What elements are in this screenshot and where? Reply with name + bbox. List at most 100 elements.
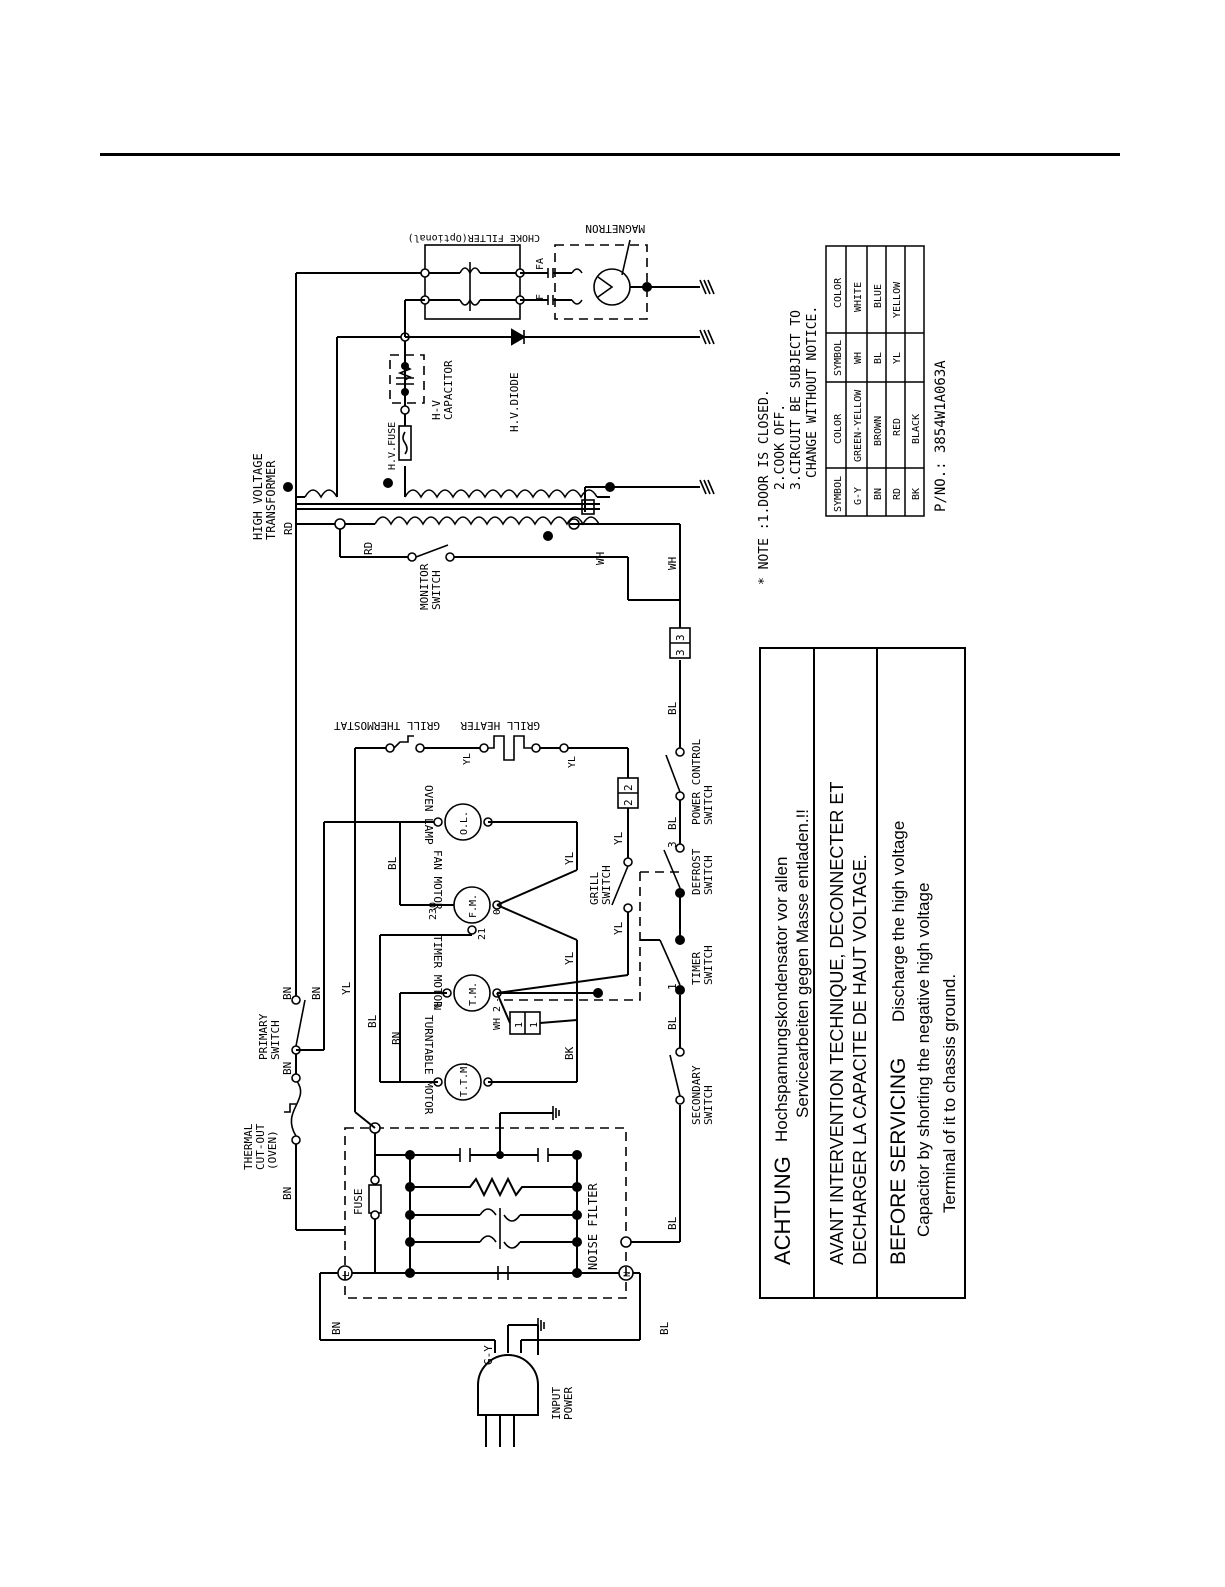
- wire-bl-input: BL: [658, 1321, 671, 1335]
- ground-symbol-filter: [552, 1106, 560, 1120]
- n230-label: 230: [428, 902, 439, 920]
- note-line-4: CHANGE WITHOUT NOTICE.: [805, 306, 820, 478]
- ct-h-1: COLOR: [833, 413, 844, 444]
- n0-label: 0: [492, 909, 503, 915]
- wire-yl-grill-a: YL: [462, 753, 473, 765]
- top-rule: [100, 153, 1120, 156]
- f-label: F: [535, 294, 546, 300]
- wire-bn-d: BN: [310, 987, 323, 1000]
- hv-capacitor-box: [389, 354, 425, 404]
- filter-coil: [479, 1208, 521, 1249]
- choke-filter-box: [424, 244, 521, 320]
- n21-label: 21: [477, 928, 488, 940]
- defrost-switch: [663, 843, 685, 898]
- ct-h-2: SYMBOL: [833, 340, 844, 376]
- wire-wh-b: WH: [594, 552, 607, 565]
- filter-resistor: [410, 1176, 577, 1198]
- magnetron-label: MAGNETRON: [585, 222, 645, 235]
- hv-fuse-label: H.V.FUSE: [387, 422, 398, 470]
- before-servicing-title: BEFORE SERVICING: [887, 1058, 910, 1265]
- ground-symbol-magnetron: [699, 279, 715, 295]
- avant-text-2: DECHARGER LA CAPACITE DE HAUT VOLTAGE.: [850, 854, 870, 1265]
- ct-r3-c0: BK: [911, 488, 922, 500]
- grill-switch-label: GRILLSWITCH: [588, 865, 613, 905]
- transformer-primary: [374, 516, 600, 526]
- ct-r2-c0: RD: [892, 488, 903, 500]
- before-text-3: Terminal of it to chassis ground.: [940, 974, 959, 1213]
- ground-symbol-diode: [699, 329, 715, 345]
- noise-filter-label: NOISE FILTER: [586, 1183, 600, 1270]
- thermal-cutout-label: THERMALCUT-OUT(OVEN): [242, 1123, 279, 1170]
- interlock-dashed: [497, 871, 680, 1001]
- connector-3-3-a: 3: [674, 649, 687, 656]
- wire-bl-d: BL: [666, 701, 679, 715]
- power-control-switch-label: POWER CONTROLSWITCH: [690, 739, 715, 825]
- ct-r2-c1: RED: [892, 418, 903, 436]
- grill-heater-label: GRILL HEATER: [460, 719, 540, 732]
- before-text-1: Discharge the high voltage: [889, 821, 908, 1022]
- wire-bl-fan: BL: [386, 856, 399, 870]
- wh2-label: WH 2: [492, 1006, 503, 1030]
- ct-r0-c3: WHITE: [853, 282, 864, 312]
- wire-bl-b: BL: [666, 1016, 679, 1030]
- timer-1-label: 1: [666, 983, 679, 990]
- connector-3-3-b: 3: [674, 634, 687, 641]
- wire-bl-c: BL: [666, 816, 679, 830]
- hv-diode-label: H.V.DIODE: [508, 372, 521, 432]
- wire-wh-a: WH: [666, 557, 679, 570]
- transformer-filament: [304, 489, 338, 499]
- hv-transformer-label: HIGH VOLTAGETRANSFORMER: [251, 453, 278, 540]
- fm-label: F.M.: [468, 894, 479, 918]
- ct-r0-c2: WH: [853, 352, 864, 364]
- defrost-3-label: 3: [666, 841, 679, 848]
- wire-bn-c: BN: [281, 987, 294, 1000]
- ttm-label: T.T.M.: [459, 1061, 470, 1097]
- wire-yl-fan-a: YL: [563, 851, 576, 865]
- wire-bl-motor: BL: [366, 1014, 379, 1028]
- grill-thermostat: [393, 735, 414, 749]
- thermal-cutout-oven: [284, 1073, 302, 1145]
- ct-r2-c3: YELLOW: [892, 281, 903, 318]
- oven-lamp-label: OVEN LAMP: [422, 785, 435, 845]
- wire-yl-grill-b: YL: [567, 756, 578, 768]
- fan-motor-label: FAN MOTOR: [431, 850, 444, 910]
- wire-rd-a: RD: [362, 542, 375, 555]
- turntable-motor-label: TURNTABLE MOTOR: [422, 1015, 435, 1115]
- ct-r1-c3: BLUE: [873, 284, 884, 308]
- connector-1-1-b: 1: [529, 1022, 540, 1028]
- fan-motor: [453, 886, 502, 935]
- timer-switch-label: TIMERSWITCH: [690, 945, 715, 985]
- connector-1-1-a: 1: [514, 1022, 525, 1028]
- n-terminal-label: N: [623, 1272, 633, 1277]
- ct-r3-c1: BLACK: [911, 414, 922, 444]
- transformer-secondary: [404, 489, 598, 499]
- fuse-label: FUSE: [352, 1189, 365, 1216]
- note-line-3: 3.CIRCUIT BE SUBJECT TO: [789, 310, 804, 490]
- note-line-1: * NOTE :1.DOOR IS CLOSED.: [757, 389, 772, 585]
- timer-motor: [442, 974, 502, 1012]
- wire-rd-b: RD: [282, 522, 295, 535]
- ct-h-0: SYMBOL: [833, 476, 844, 512]
- wire-bl-a: BL: [666, 1216, 679, 1230]
- power-control-switch: [665, 747, 685, 801]
- part-number: P/NO.: 3854W1A063A: [933, 360, 949, 512]
- wire-bn-b: BN: [281, 1062, 294, 1075]
- before-text-2: Capacitor by shorting the negative high …: [914, 883, 933, 1237]
- ground-symbol-plug: [537, 1318, 545, 1334]
- ct-r0-c0: G-Y: [853, 487, 864, 505]
- wire-yl-grill-c: YL: [612, 831, 625, 845]
- grill-heater: [488, 735, 532, 761]
- ct-h-3: COLOR: [833, 277, 844, 308]
- ol-label: O.L.: [459, 811, 470, 835]
- wire-yl-grill-d: YL: [612, 921, 625, 935]
- ct-r2-c2: YL: [892, 352, 903, 364]
- ground-symbol-transformer: [699, 479, 715, 495]
- primary-switch-label: PRIMARYSWITCH: [257, 1013, 282, 1060]
- connector-2-2-b: 2: [622, 784, 635, 791]
- wire-bn-input: BN: [330, 1322, 343, 1335]
- l-terminal-label: L: [342, 1272, 352, 1277]
- input-power-label: INPUTPOWER: [550, 1387, 575, 1420]
- connector-2-2-a: 2: [622, 799, 635, 806]
